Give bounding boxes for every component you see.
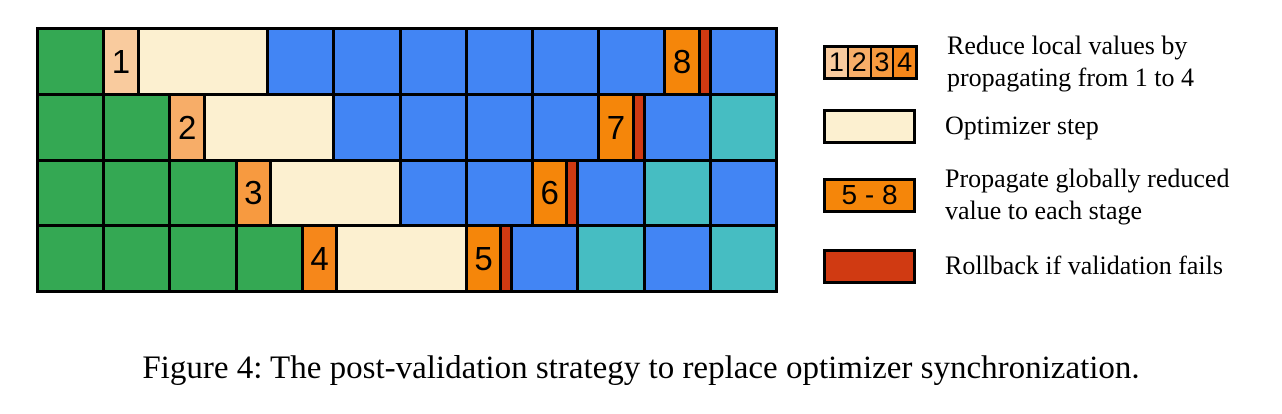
legend-swatch-propagate: 5 - 8 [823, 177, 916, 213]
blue-block [335, 95, 399, 159]
rollback-block [502, 227, 511, 290]
legend-cell: 1 [826, 47, 847, 77]
optimizer-step-block [338, 227, 465, 290]
blue-block [335, 30, 399, 93]
green-block [105, 95, 169, 159]
rollback-block [568, 161, 577, 225]
optimizer-step-block [272, 161, 399, 225]
blue-block [579, 161, 643, 225]
blue-block [645, 227, 709, 290]
green-block [39, 227, 103, 290]
legend-cell: 3 [871, 47, 893, 77]
rollback-block [634, 95, 643, 159]
blue-block [401, 30, 465, 93]
block-number: 8 [672, 42, 692, 80]
blue-block [467, 95, 531, 159]
green-block [237, 227, 301, 290]
block-number: 7 [606, 108, 626, 146]
teal-block [645, 161, 709, 225]
legend-swatch-optimizer [823, 108, 916, 144]
green-block [171, 227, 235, 290]
reduce-block: 1 [105, 30, 137, 93]
green-block [105, 227, 169, 290]
blue-block [533, 95, 598, 159]
green-block [39, 161, 103, 225]
propagate-block: 7 [600, 95, 632, 159]
propagate-block: 5 [467, 227, 500, 290]
blue-block [711, 161, 776, 225]
propagate-block: 6 [533, 161, 566, 225]
legend-label-rollback: Rollback if validation fails [945, 251, 1223, 280]
teal-block [711, 95, 776, 159]
reduce-block: 4 [303, 227, 336, 290]
green-block [171, 161, 235, 225]
blue-block [401, 161, 465, 225]
green-block [39, 30, 103, 93]
blue-block [467, 30, 531, 93]
legend-item-rollback: Rollback if validation fails [823, 246, 1282, 286]
legend-item-optimizer: Optimizer step [823, 106, 1282, 146]
blue-block [513, 227, 577, 290]
blue-block [600, 30, 664, 93]
legend-cell: 4 [894, 47, 915, 77]
blue-block [711, 30, 776, 93]
legend-swatch-rollback [823, 248, 916, 284]
blue-block [645, 95, 709, 159]
green-block [105, 161, 169, 225]
blue-block [269, 30, 333, 93]
figure-caption: Figure 4: The post-validation strategy t… [142, 350, 1140, 386]
block-number: 6 [540, 174, 559, 212]
block-number: 3 [244, 174, 263, 212]
legend-item-propagate: 5 - 8 Propagate globally reduced value t… [823, 162, 1282, 228]
reduce-block: 3 [237, 161, 270, 225]
legend-label-optimizer: Optimizer step [945, 111, 1099, 140]
legend-label-reduce: Reduce local values by propagating from … [947, 31, 1194, 92]
blue-block [533, 30, 598, 93]
reduce-block: 2 [171, 95, 203, 159]
legend-label-propagate: Propagate globally reduced value to each… [945, 164, 1230, 225]
teal-block [711, 227, 776, 290]
propagate-block: 8 [666, 30, 698, 93]
teal-block [579, 227, 643, 290]
block-number: 1 [111, 42, 131, 80]
block-number: 2 [177, 108, 197, 146]
blue-block [467, 161, 531, 225]
rollback-block [700, 30, 709, 93]
block-number: 5 [474, 240, 493, 278]
legend-cell: 2 [848, 47, 870, 77]
blue-block [401, 95, 465, 159]
block-number: 4 [310, 240, 329, 278]
optimizer-step-block [139, 30, 267, 93]
optimizer-step-block [205, 95, 333, 159]
green-block [39, 95, 103, 159]
